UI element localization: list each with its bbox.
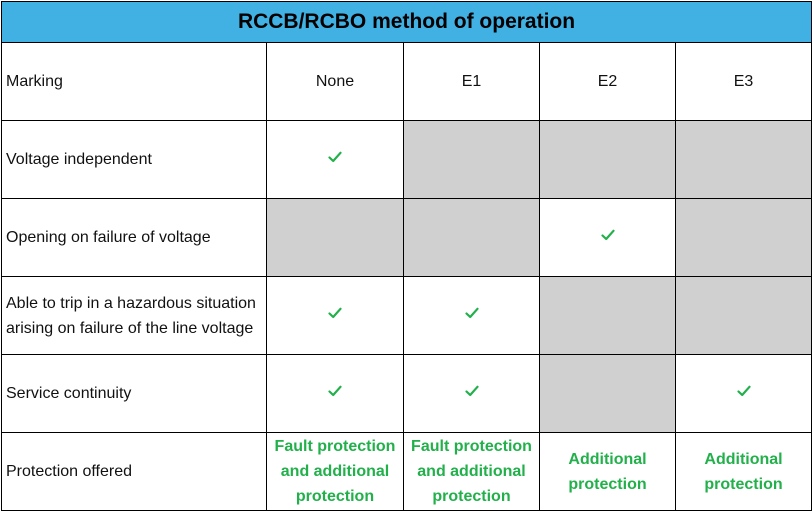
table-row: Service continuity — [1, 354, 812, 433]
protection-text: Additional protection — [568, 450, 647, 493]
not-applicable-cell-e2 — [539, 276, 676, 355]
header-col-none: None — [266, 42, 404, 121]
check-mark-icon — [464, 306, 479, 324]
title-row: RCCB/RCBO method of operation — [0, 1, 812, 43]
table-row: Voltage independent — [1, 120, 812, 199]
check-mark-icon — [464, 384, 479, 402]
header-col-e3: E3 — [674, 42, 812, 121]
not-applicable-cell-e3 — [674, 198, 812, 277]
not-applicable-cell-e2 — [539, 354, 676, 433]
header-label-marking: Marking — [1, 42, 267, 121]
protection-text: Additional protection — [704, 450, 783, 493]
not-applicable-cell-e1 — [403, 120, 540, 199]
not-applicable-cell-none — [266, 198, 404, 277]
check-cell-e3 — [674, 354, 812, 433]
check-cell-e1 — [403, 276, 540, 355]
check-cell-none — [266, 120, 404, 199]
protection-text: Fault protection and additional protecti… — [411, 438, 532, 505]
header-col-e2: E2 — [539, 42, 676, 121]
row-label: Protection offered — [1, 432, 267, 511]
not-applicable-cell-e2 — [539, 120, 676, 199]
not-applicable-cell-e1 — [403, 198, 540, 277]
header-col-e1: E1 — [403, 42, 540, 121]
check-mark-icon — [328, 150, 342, 168]
header-row: Marking None E1 E2 E3 — [1, 42, 812, 121]
table-row: Able to trip in a hazardous situation ar… — [1, 276, 812, 355]
check-cell-none — [266, 354, 404, 433]
row-label: Service continuity — [1, 354, 267, 433]
row-label: Able to trip in a hazardous situation ar… — [1, 276, 267, 355]
protection-cell-e3: Additional protection — [674, 432, 812, 511]
not-applicable-cell-e3 — [674, 120, 812, 199]
check-cell-e2 — [539, 198, 676, 277]
not-applicable-cell-e3 — [674, 276, 812, 355]
check-mark-icon — [600, 228, 615, 246]
row-label: Opening on failure of voltage — [1, 198, 267, 277]
row-label: Voltage independent — [1, 120, 267, 199]
protection-cell-none: Fault protection and additional protecti… — [266, 432, 404, 511]
check-mark-icon — [328, 306, 342, 324]
protection-cell-e2: Additional protection — [539, 432, 676, 511]
check-mark-icon — [328, 384, 342, 402]
protection-text: Fault protection and additional protecti… — [274, 438, 396, 505]
table-row: Opening on failure of voltage — [1, 198, 812, 277]
check-mark-icon — [736, 384, 751, 402]
table-title: RCCB/RCBO method of operation — [0, 1, 812, 43]
protection-cell-e1: Fault protection and additional protecti… — [403, 432, 540, 511]
check-cell-none — [266, 276, 404, 355]
check-cell-e1 — [403, 354, 540, 433]
